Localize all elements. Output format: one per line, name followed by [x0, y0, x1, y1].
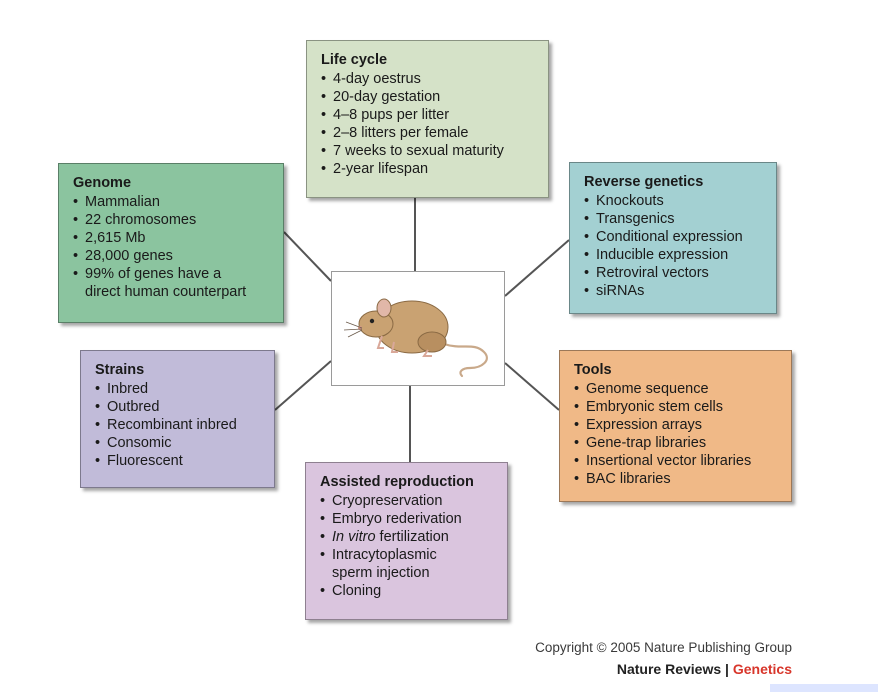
list-item: 4–8 pups per litter	[321, 106, 536, 124]
list-item: Embryo rederivation	[320, 510, 495, 528]
tools-box: Tools Genome sequence Embryonic stem cel…	[559, 350, 792, 502]
list-item: Knockouts	[584, 192, 764, 210]
connector-tools	[504, 362, 560, 411]
list-item: Cryopreservation	[320, 492, 495, 510]
list-item: 22 chromosomes	[73, 211, 271, 229]
assisted-reproduction-box: Assisted reproduction Cryopreservation E…	[305, 462, 508, 620]
mouse-illustration	[331, 271, 505, 386]
copyright-notice: Copyright © 2005 Nature Publishing Group	[535, 640, 792, 655]
list-item: Conditional expression	[584, 228, 764, 246]
list-item-line: direct human counterpart	[85, 284, 247, 300]
journal-name: Nature Reviews	[616, 661, 722, 677]
list-item: Intracytoplasmic sperm injection	[320, 546, 495, 582]
list-item-line: sperm injection	[332, 565, 430, 581]
tools-title: Tools	[574, 362, 612, 378]
list-item: Cloning	[320, 582, 495, 600]
strains-list: Inbred Outbred Recombinant inbred Consom…	[95, 380, 262, 470]
list-item: Expression arrays	[574, 416, 779, 434]
tools-list: Genome sequence Embryonic stem cells Exp…	[574, 380, 779, 488]
assisted-reproduction-title: Assisted reproduction	[320, 474, 474, 490]
list-item: In vitro fertilization	[320, 528, 495, 546]
life-cycle-title: Life cycle	[321, 52, 388, 68]
life-cycle-box: Life cycle 4-day oestrus 20-day gestatio…	[306, 40, 549, 198]
reverse-genetics-title: Reverse genetics	[584, 174, 704, 190]
genome-list: Mammalian 22 chromosomes 2,615 Mb 28,000…	[73, 193, 271, 301]
assisted-reproduction-list: Cryopreservation Embryo rederivation In …	[320, 492, 495, 600]
list-item: Inbred	[95, 380, 262, 398]
list-item: 4-day oestrus	[321, 70, 536, 88]
list-item: Fluorescent	[95, 452, 262, 470]
list-item: 2-year lifespan	[321, 160, 536, 178]
list-item: Embryonic stem cells	[574, 398, 779, 416]
list-item: 99% of genes have a direct human counter…	[73, 265, 271, 301]
list-item: Inducible expression	[584, 246, 764, 264]
corner-tab	[770, 684, 878, 692]
strains-title: Strains	[95, 362, 145, 378]
list-item: 20-day gestation	[321, 88, 536, 106]
connector-reverse-genetics	[504, 239, 570, 297]
list-item: Gene-trap libraries	[574, 434, 779, 452]
list-item: Insertional vector libraries	[574, 452, 779, 470]
list-item: Transgenics	[584, 210, 764, 228]
list-item-line: Intracytoplasmic	[332, 547, 437, 563]
list-item: 2,615 Mb	[73, 229, 271, 247]
list-item: 2–8 litters per female	[321, 124, 536, 142]
journal-section: Genetics	[732, 661, 792, 677]
list-item: Mammalian	[73, 193, 271, 211]
list-item: siRNAs	[584, 282, 764, 300]
life-cycle-list: 4-day oestrus 20-day gestation 4–8 pups …	[321, 70, 536, 178]
connector-strains	[274, 360, 332, 411]
connector-genome	[283, 231, 332, 282]
journal-separator: |	[721, 661, 733, 677]
list-item-line: 99% of genes have a	[85, 266, 222, 282]
reverse-genetics-box: Reverse genetics Knockouts Transgenics C…	[569, 162, 777, 314]
genome-title: Genome	[73, 175, 132, 191]
reverse-genetics-list: Knockouts Transgenics Conditional expres…	[584, 192, 764, 300]
mouse-icon	[343, 298, 488, 378]
list-item: 28,000 genes	[73, 247, 271, 265]
journal-credit: Nature Reviews | Genetics	[470, 661, 792, 677]
list-item: Genome sequence	[574, 380, 779, 398]
list-item: 7 weeks to sexual maturity	[321, 142, 536, 160]
list-item-text: fertilization	[375, 529, 449, 545]
list-item: Recombinant inbred	[95, 416, 262, 434]
list-item: Retroviral vectors	[584, 264, 764, 282]
strains-box: Strains Inbred Outbred Recombinant inbre…	[80, 350, 275, 488]
list-item: Consomic	[95, 434, 262, 452]
genome-box: Genome Mammalian 22 chromosomes 2,615 Mb…	[58, 163, 284, 323]
list-item: Outbred	[95, 398, 262, 416]
list-item: BAC libraries	[574, 470, 779, 488]
italic-term: In vitro	[332, 529, 376, 545]
